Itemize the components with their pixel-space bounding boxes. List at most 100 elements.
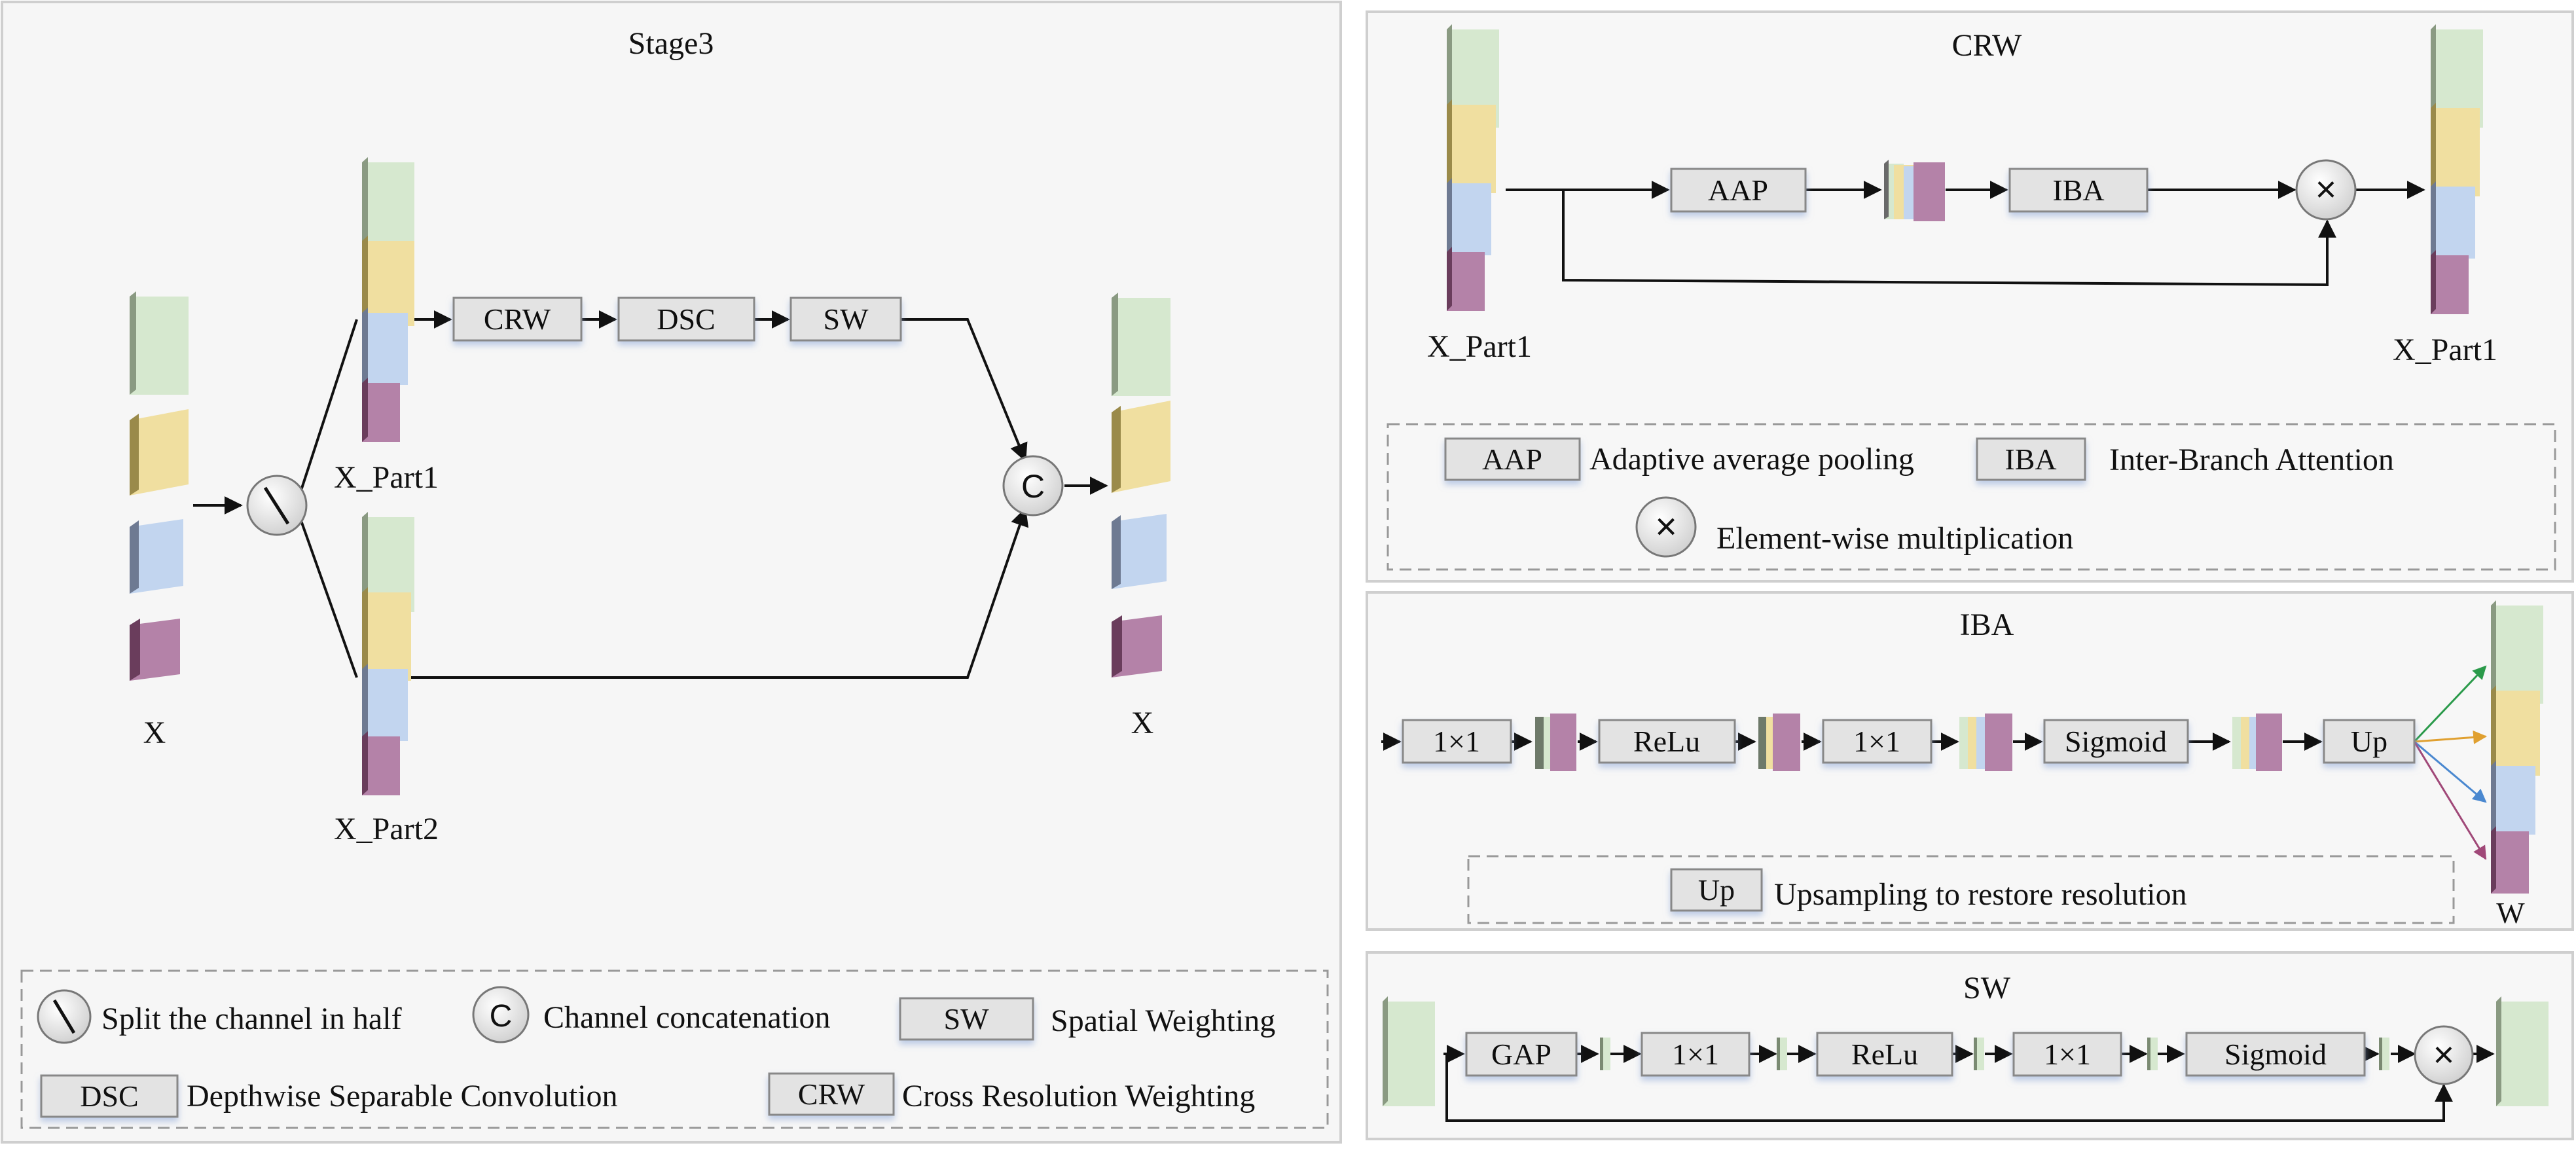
svg-text:SW: SW [824, 302, 869, 336]
svg-text:Sigmoid: Sigmoid [2065, 725, 2167, 758]
sw-conv1-box: 1×1 [1641, 1032, 1751, 1077]
sw-mult-node: × [2414, 1025, 2474, 1085]
svg-text:1×1: 1×1 [1672, 1038, 1719, 1071]
svg-text:AAP: AAP [1708, 173, 1768, 207]
stage3-input-stack [130, 291, 189, 681]
iba-up-box: Up [2323, 719, 2416, 764]
iba-conv2-box: 1×1 [1822, 719, 1932, 764]
svg-text:ReLu: ReLu [1633, 725, 1700, 758]
svg-text:Adaptive average pooling: Adaptive average pooling [1589, 442, 1914, 477]
svg-text:SW: SW [944, 1002, 990, 1036]
concat-node: C [1002, 455, 1064, 516]
svg-text:Channel concatenation: Channel concatenation [543, 1000, 831, 1035]
svg-text:Split the channel in half: Split the channel in half [101, 1002, 402, 1036]
sw-feature-5 [2379, 1038, 2389, 1070]
feature-block-blue [130, 519, 183, 594]
svg-text:Inter-Branch Attention: Inter-Branch Attention [2109, 443, 2394, 477]
iba-conv1-box: 1×1 [1402, 719, 1512, 764]
svg-text:CRW: CRW [484, 302, 551, 336]
legend-iba-item: IBA Inter-Branch Attention [1976, 437, 2394, 481]
svg-text:IBA: IBA [2005, 443, 2056, 476]
stage3-input-label: X [143, 715, 166, 750]
legend-dsc-item: DSC Depthwise Separable Convolution [40, 1074, 618, 1118]
split-icon [263, 486, 290, 525]
iba-feature-4 [2232, 714, 2282, 771]
iba-relu-box: ReLu [1598, 719, 1736, 764]
iba-title: IBA [1960, 607, 2014, 642]
feature-block-green [130, 291, 189, 395]
stage3-title: Stage3 [628, 26, 714, 61]
sw-feature-4 [2147, 1038, 2158, 1070]
crw-input-label: X_Part1 [1427, 329, 1532, 364]
crw-aap-box: AAP [1670, 168, 1807, 213]
iba-output-label: W [2496, 896, 2525, 930]
legend-crw-item: CRW Cross Resolution Weighting [768, 1072, 1255, 1116]
svg-text:Element-wise multiplication: Element-wise multiplication [1716, 521, 2073, 556]
part1-stack [362, 157, 414, 442]
crw-legend-frame [1387, 423, 2556, 571]
svg-text:1×1: 1×1 [1853, 725, 1900, 758]
crw-pooled-feature [1884, 160, 1945, 221]
sw-feature-2 [1777, 1038, 1787, 1070]
iba-legend-frame [1467, 855, 2455, 924]
concat-legend-icon: C [490, 999, 513, 1034]
sw-title: SW [1963, 971, 2011, 1005]
crw-title: CRW [1952, 28, 2022, 63]
feature-block-purple [130, 619, 180, 681]
sw-input-feature [1383, 996, 1435, 1106]
legend-sw-item: SW Spatial Weighting [899, 997, 1275, 1041]
crw-output-label: X_Part1 [2393, 333, 2497, 367]
stage3-sw-box: SW [789, 297, 902, 342]
sw-gap-box: GAP [1465, 1032, 1578, 1077]
split-node [246, 475, 308, 536]
iba-feature-3 [1959, 714, 2012, 771]
svg-text:Up: Up [2351, 725, 2387, 758]
svg-text:Sigmoid: Sigmoid [2224, 1038, 2327, 1071]
sw-feature-1 [1600, 1038, 1610, 1070]
svg-text:Depthwise Separable Convolutio: Depthwise Separable Convolution [187, 1079, 618, 1113]
sw-feature-3 [1974, 1038, 1984, 1070]
svg-text:DSC: DSC [80, 1079, 138, 1113]
svg-text:1×1: 1×1 [2044, 1038, 2091, 1071]
svg-text:CRW: CRW [798, 1077, 865, 1111]
legend-mult-item: × Element-wise multiplication [1635, 496, 2073, 558]
split-legend-icon [52, 999, 76, 1034]
crw-iba-box: IBA [2008, 168, 2149, 213]
svg-text:IBA: IBA [2052, 173, 2104, 207]
crw-mult-node: × [2295, 159, 2357, 221]
svg-text:Upsampling to restore resoluti: Upsampling to restore resolution [1774, 877, 2187, 912]
sw-relu-box: ReLu [1816, 1032, 1953, 1077]
stage3-dsc-box: DSC [617, 297, 755, 342]
multiply-icon: × [2315, 168, 2337, 209]
legend-split-item: Split the channel in half [37, 989, 402, 1044]
part1-label: X_Part1 [334, 460, 439, 495]
iba-output-stack [2491, 600, 2543, 894]
crw-connectors [1506, 181, 2425, 287]
part2-stack [362, 512, 414, 795]
legend-aap-item: AAP Adaptive average pooling [1444, 437, 1914, 481]
stage3-legend-frame [20, 969, 1329, 1129]
part2-label: X_Part2 [334, 812, 439, 846]
sw-connectors [1443, 1045, 2495, 1122]
iba-sigmoid-box: Sigmoid [2043, 719, 2189, 764]
stage3-crw-box: CRW [452, 297, 583, 342]
crw-input-stack [1447, 24, 1499, 311]
feature-block-yellow [130, 409, 189, 496]
svg-text:Cross Resolution Weighting: Cross Resolution Weighting [902, 1079, 1255, 1113]
iba-feature-2 [1758, 714, 1800, 771]
concat-icon: C [1021, 468, 1045, 505]
svg-text:ReLu: ReLu [1851, 1038, 1918, 1071]
stage3-output-stack [1112, 293, 1170, 678]
svg-text:GAP: GAP [1491, 1038, 1551, 1071]
multiply-legend-icon: × [1655, 505, 1677, 548]
svg-text:Up: Up [1698, 873, 1735, 907]
stage3-connectors [193, 310, 1108, 679]
sw-multiply-icon: × [2433, 1034, 2455, 1075]
iba-feature-1 [1535, 714, 1576, 771]
svg-text:1×1: 1×1 [1433, 725, 1480, 758]
stage3-output-label: X [1131, 706, 1154, 740]
legend-up-item: Up Upsampling to restore resolution [1670, 868, 2187, 912]
svg-text:Spatial Weighting: Spatial Weighting [1051, 1003, 1275, 1038]
svg-text:DSC: DSC [657, 302, 715, 336]
